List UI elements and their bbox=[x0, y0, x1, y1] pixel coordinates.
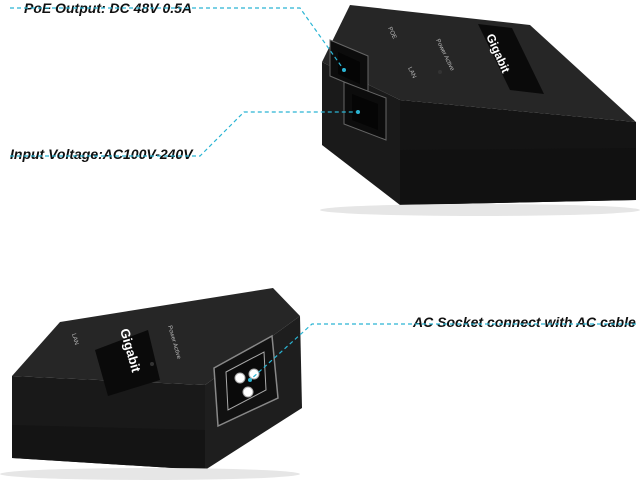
lan-port-text-bottom: LAN bbox=[70, 333, 79, 346]
top-injector: POE LAN Power Active Gigabit bbox=[320, 5, 640, 216]
ac-socket bbox=[213, 334, 279, 428]
led-icon bbox=[438, 70, 442, 74]
poe-port bbox=[329, 39, 369, 93]
lan-port-text: LAN bbox=[406, 66, 417, 79]
callout-lines bbox=[10, 7, 636, 382]
input-callout-line bbox=[10, 111, 358, 157]
lan-port bbox=[343, 81, 387, 141]
led-icon-bottom bbox=[150, 362, 154, 366]
ac-socket-label: AC Socket connect with AC cable bbox=[413, 314, 636, 330]
bottom-injector: Gigabit Power Active LAN bbox=[0, 288, 302, 480]
input-voltage-label: Input Voltage:AC100V-240V bbox=[10, 146, 193, 162]
poe-port-text: POE bbox=[386, 26, 397, 40]
poe-callout-line bbox=[10, 7, 345, 71]
ac-callout-line bbox=[249, 323, 636, 381]
